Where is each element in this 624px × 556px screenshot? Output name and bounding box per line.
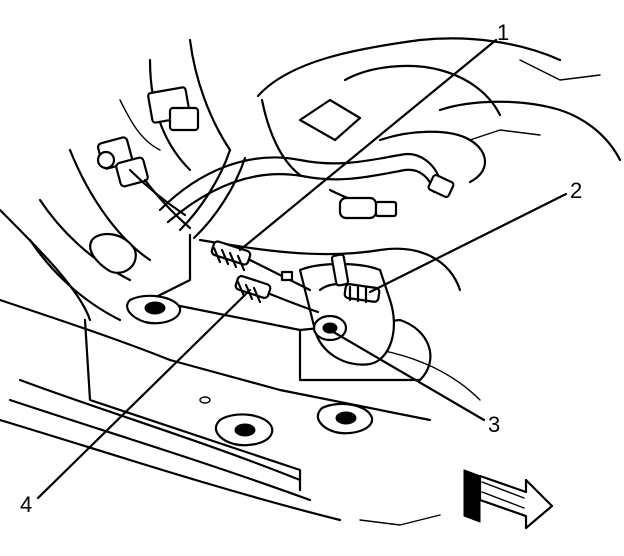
leader-line-4 [36,288,252,500]
floor-holes [89,232,374,447]
callout-2: 2 [570,178,582,203]
harness-connectors [210,240,381,314]
body-panel-upper [256,37,622,184]
leader-line-1 [238,38,498,252]
upper-left-connectors [96,86,200,230]
callout-3: 3 [488,412,500,437]
wiring-harness [158,148,455,240]
leader-line-2 [368,192,568,294]
leader-lines [36,38,568,500]
callout-4: 4 [20,492,32,517]
harness-bracket [298,253,395,366]
floor-sill-panel [0,208,481,526]
leader-line-3 [328,328,486,422]
callout-1: 1 [497,20,509,45]
front-direction-arrow-icon [463,469,554,530]
